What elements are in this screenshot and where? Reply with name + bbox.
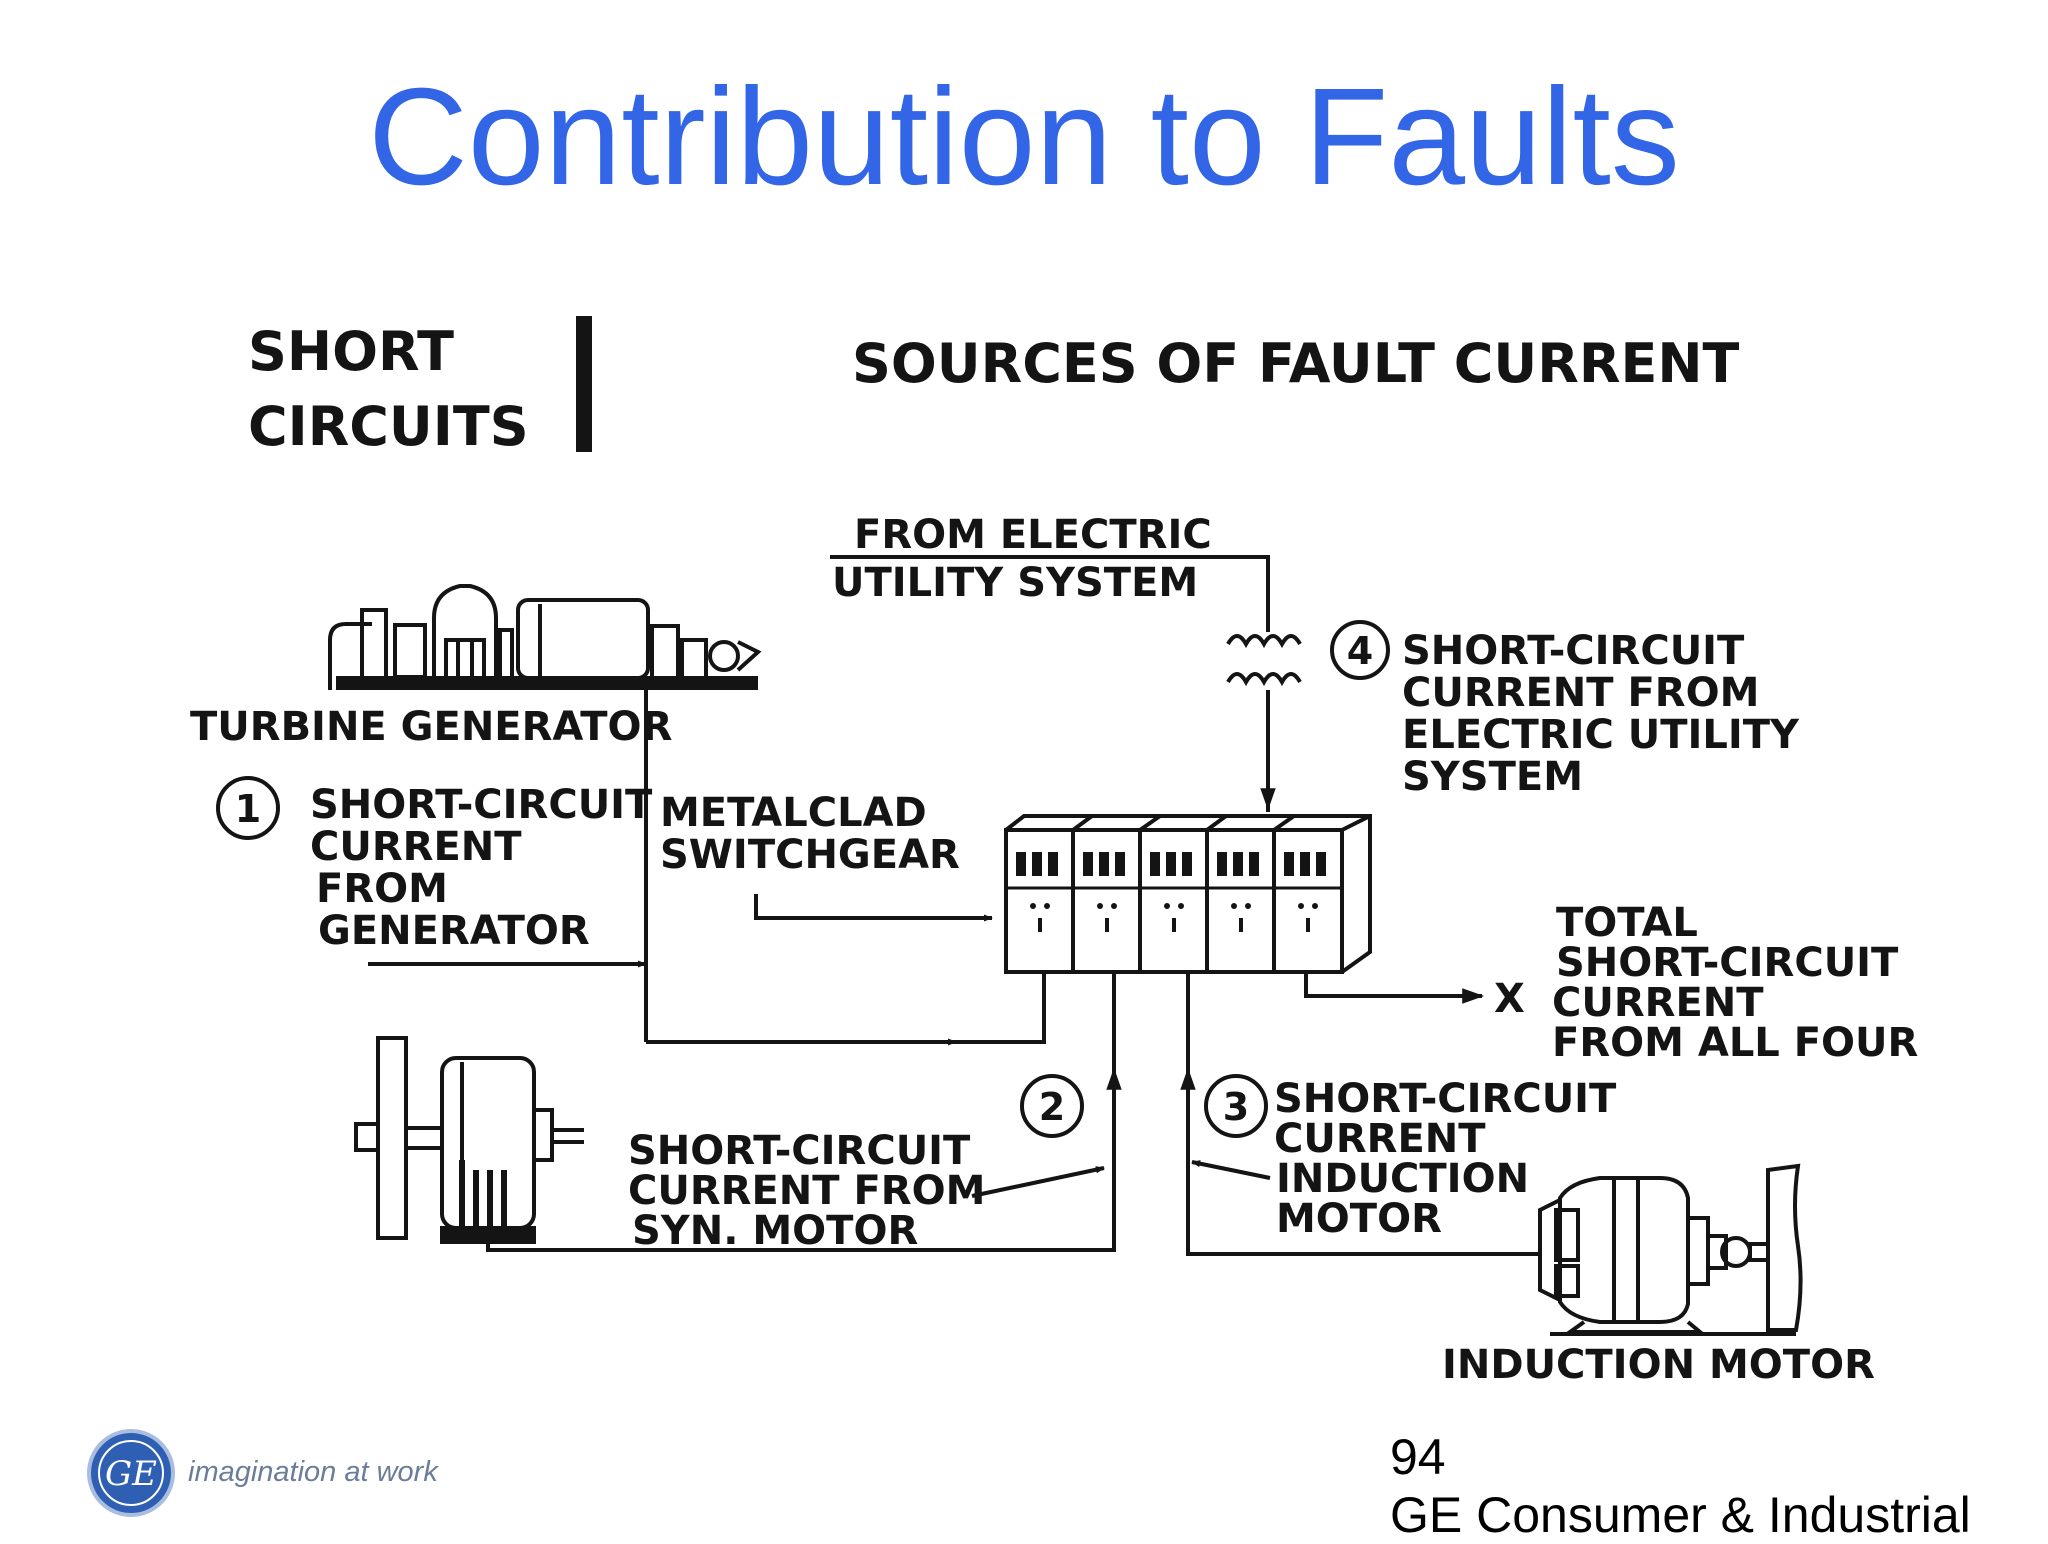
source-4-line1: SHORT-CIRCUIT <box>1402 628 1745 674</box>
source-1-number: 1 <box>235 787 261 831</box>
induction-motor-label: INDUCTION MOTOR <box>1442 1342 1875 1388</box>
source-3-line1: SHORT-CIRCUIT <box>1274 1076 1617 1122</box>
source-3-line3: INDUCTION <box>1276 1156 1529 1202</box>
utility-source-line2: UTILITY SYSTEM <box>832 560 1198 606</box>
source-2-circle <box>1020 1074 1084 1138</box>
source-3-number: 3 <box>1223 1085 1249 1129</box>
source-1-line4: GENERATOR <box>318 908 590 954</box>
source-4-circle <box>1330 620 1390 680</box>
source-2-line2: CURRENT FROM <box>628 1168 985 1214</box>
source-4-line3: ELECTRIC UTILITY <box>1402 712 1800 758</box>
source-2-line1: SHORT-CIRCUIT <box>628 1128 971 1174</box>
company-name: GE Consumer & Industrial <box>1390 1487 1971 1543</box>
switchgear-line2: SWITCHGEAR <box>660 832 960 878</box>
svg-text:GE: GE <box>105 1454 157 1494</box>
synchronous-motor-icon <box>354 1036 584 1244</box>
total-line2: SHORT-CIRCUIT <box>1556 940 1899 986</box>
source-3-circle <box>1204 1074 1268 1138</box>
turbine-generator-icon <box>328 584 762 690</box>
source-2-number: 2 <box>1039 1085 1065 1129</box>
source-4-line2: CURRENT FROM <box>1402 670 1759 716</box>
source-1-line1: SHORT-CIRCUIT <box>310 782 653 828</box>
switchgear-icon <box>1004 814 1372 974</box>
utility-source-line1: FROM ELECTRIC <box>854 512 1212 558</box>
section-label-line2: CIRCUITS <box>248 395 529 458</box>
total-label: TOTAL SHORT-CIRCUIT CURRENT FROM ALL FOU… <box>1552 900 1918 1066</box>
source-1: 1 SHORT-CIRCUIT CURRENT FROM GENERATOR <box>216 776 653 968</box>
diagram-heading: SOURCES OF FAULT CURRENT <box>852 332 1740 395</box>
source-4-number: 4 <box>1347 629 1373 673</box>
source-2-line3: SYN. MOTOR <box>632 1208 918 1254</box>
total-line4: FROM ALL FOUR <box>1552 1020 1918 1066</box>
source-3-line4: MOTOR <box>1276 1196 1442 1242</box>
section-divider <box>576 316 592 452</box>
transformer-icon <box>1226 634 1302 811</box>
ge-logo-icon: GE <box>87 1429 175 1517</box>
fault-marker: X <box>1494 976 1525 1022</box>
section-label-line1: SHORT <box>248 320 454 383</box>
source-1-circle <box>216 776 280 840</box>
slide-title: Contribution to Faults <box>368 60 1680 214</box>
source-1-line2: CURRENT <box>310 824 522 870</box>
page-number: 94 <box>1390 1429 1446 1485</box>
source-4-line4: SYSTEM <box>1402 754 1583 800</box>
total-line3: CURRENT <box>1552 980 1764 1026</box>
tagline: imagination at work <box>188 1456 438 1488</box>
source-3-line2: CURRENT <box>1274 1116 1486 1162</box>
source-3: 3 SHORT-CIRCUIT CURRENT INDUCTION MOTOR <box>1191 1074 1617 1242</box>
utility-source: FROM ELECTRIC UTILITY SYSTEM <box>830 512 1270 632</box>
total-line1: TOTAL <box>1556 900 1698 946</box>
source-1-line3: FROM <box>316 866 448 912</box>
switchgear-line1: METALCLAD <box>660 790 927 836</box>
turbine-generator-label: TURBINE GENERATOR <box>190 704 672 750</box>
source-4: 4 SHORT-CIRCUIT CURRENT FROM ELECTRIC UT… <box>1330 620 1800 800</box>
source-2: 2 SHORT-CIRCUIT CURRENT FROM SYN. MOTOR <box>628 1074 1105 1254</box>
induction-motor-icon <box>1538 1163 1803 1336</box>
